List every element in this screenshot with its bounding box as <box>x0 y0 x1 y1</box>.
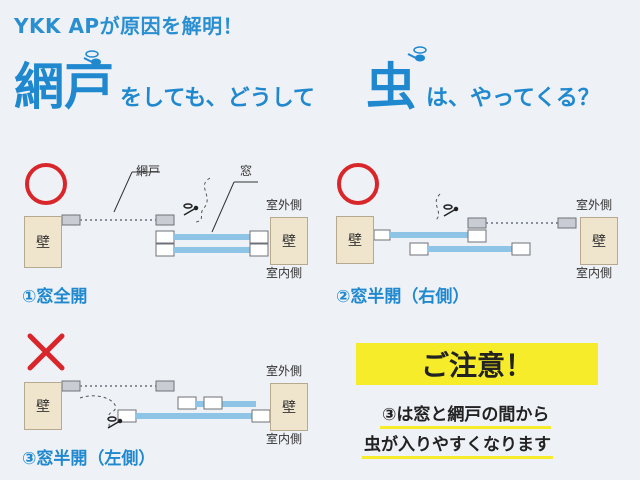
header-title: YKK APが原因を解明！ <box>14 14 244 38</box>
bug-icon <box>83 50 101 66</box>
notice-line-2: 虫が入りやすくなります <box>362 430 553 459</box>
inside-label: 室内側 <box>266 266 303 280</box>
window-label: 窓 <box>240 164 253 178</box>
window-rail <box>174 247 250 253</box>
inside-label: 室内側 <box>266 432 303 446</box>
wall-right: 壁 <box>580 217 618 265</box>
bug-path <box>79 395 117 429</box>
wall-right: 壁 <box>270 217 308 265</box>
window-rail <box>390 232 468 238</box>
window-frame <box>249 243 269 257</box>
screen-frame <box>61 380 81 392</box>
window-frame <box>511 242 531 256</box>
window-frame <box>249 230 269 244</box>
bug-icon <box>107 416 123 429</box>
bug-icon <box>407 46 427 62</box>
outside-label: 室外側 <box>266 364 303 378</box>
headline-text-2: は、やってくる？ <box>426 86 600 111</box>
notice-line-1: ③は窓と網戸の間から <box>380 400 552 429</box>
window-rail <box>428 246 512 252</box>
window-frame <box>177 396 197 410</box>
wall-left: 壁 <box>336 216 374 264</box>
headline-text-1: をしても、どうして <box>120 86 315 111</box>
ng-mark-icon <box>27 333 65 371</box>
bug-path <box>435 193 441 221</box>
wall-left: 壁 <box>24 382 62 430</box>
window-frame <box>251 409 271 423</box>
window-rail <box>174 234 250 240</box>
bug-icon <box>183 203 199 216</box>
screen-label: 網戸 <box>136 164 161 178</box>
window-frame <box>467 229 487 243</box>
bug-icon <box>443 204 459 217</box>
screen-frame <box>557 217 577 229</box>
notice-title: ご注意！ <box>356 343 598 385</box>
window-rail <box>136 413 252 419</box>
window-frame <box>203 396 223 410</box>
headline-bug: 虫 <box>366 58 416 116</box>
inside-label: 室内側 <box>576 266 613 280</box>
wall-right: 壁 <box>270 383 308 431</box>
headline-screen: 網戸 <box>14 58 114 116</box>
screen-frame <box>155 214 175 226</box>
ok-mark-icon <box>337 163 379 205</box>
screen-frame <box>155 380 175 392</box>
screen-pointer <box>113 171 133 213</box>
outside-label: 室外側 <box>576 198 613 212</box>
wall-left: 壁 <box>24 216 62 268</box>
caption-diagram-3: ③窓半開（左側） <box>22 449 156 469</box>
window-rail <box>196 401 256 407</box>
caption-diagram-1: ①窓全開 <box>22 287 88 307</box>
caption-diagram-2: ②窓半開（右側） <box>336 287 470 307</box>
window-pointer <box>211 181 235 233</box>
outside-label: 室外側 <box>266 198 303 212</box>
ok-mark-icon <box>25 163 67 205</box>
